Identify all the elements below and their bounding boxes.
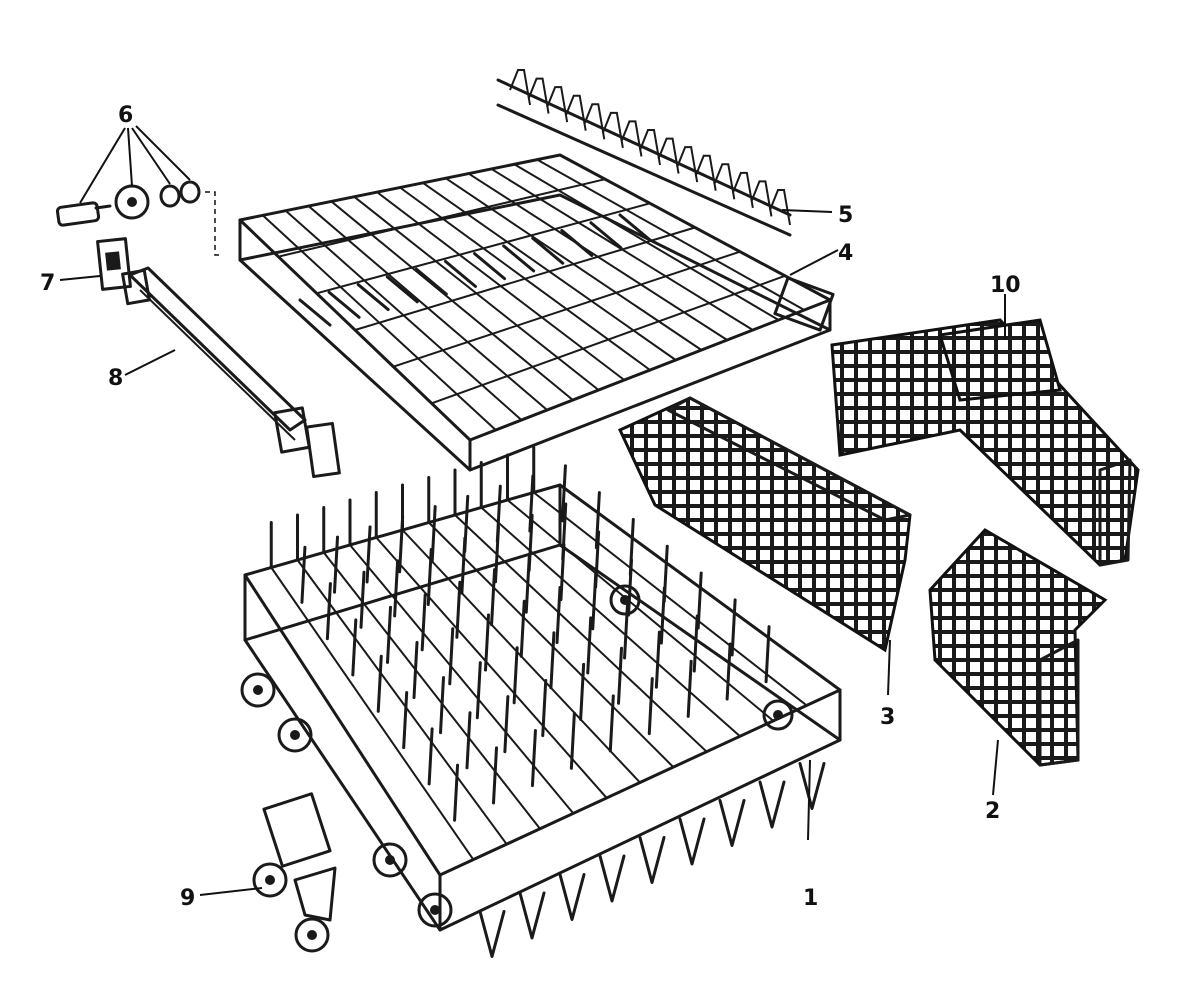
callout-labels: 1 2 3 4 5 6 7 8 9 10 [40,103,1021,911]
silverware-basket-medium [618,396,912,653]
tine-shelf [496,69,792,237]
callout-5: 5 [838,203,853,228]
rail-clip [96,237,132,291]
wheel-clip-assembly [252,792,337,953]
callout-9: 9 [180,886,195,911]
callout-10: 10 [990,273,1021,298]
leader-lines [59,125,1006,896]
roller-hardware [55,180,222,256]
upper-rack [238,153,835,472]
callout-3: 3 [880,705,895,730]
callout-1: 1 [803,886,818,911]
callout-6: 6 [118,103,133,128]
lower-rack-wheels [240,584,794,928]
callout-7: 7 [40,271,55,296]
slide-rail [121,266,341,479]
callout-8: 8 [108,366,123,391]
silverware-basket-large [830,318,1140,567]
silverware-basket-small [928,528,1108,767]
callout-2: 2 [985,799,1000,824]
lower-rack [240,446,842,958]
callout-4: 4 [838,241,853,266]
